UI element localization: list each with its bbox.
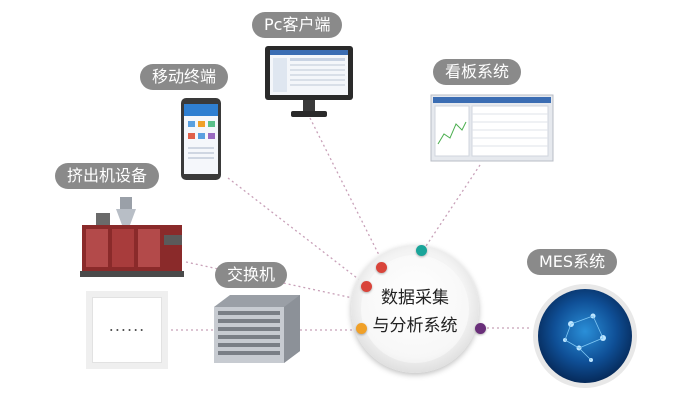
hub-title-line1: 数据采集	[381, 288, 449, 308]
node-dot-red-2	[361, 281, 372, 292]
hub-title-line2: 与分析系统	[372, 316, 458, 336]
smartphone-icon	[180, 97, 222, 185]
connector-pc	[309, 117, 384, 264]
node-dot-orange	[356, 323, 367, 334]
hub-inner-ring	[361, 255, 469, 363]
monitor-icon	[263, 44, 355, 126]
switch-label: 交换机	[215, 262, 288, 288]
mes-system-label: MES系统	[527, 249, 618, 275]
connector-board	[419, 164, 481, 256]
mes-globe-icon	[531, 282, 639, 394]
data-analysis-hub: 数据采集 与分析系统	[351, 245, 479, 373]
node-dot-purple	[475, 323, 486, 334]
network-switch-icon	[212, 293, 302, 369]
board-system-label: 看板系统	[433, 59, 522, 85]
placeholder-device-box: ......	[92, 297, 162, 363]
extruder-label: 挤出机设备	[55, 163, 160, 189]
mobile-label: 移动终端	[140, 64, 229, 90]
node-dot-teal	[416, 245, 427, 256]
node-dot-red	[376, 262, 387, 273]
extruder-machine-icon	[76, 195, 188, 285]
connector-mobile	[227, 177, 367, 286]
pc-client-label: Pc客户端	[252, 12, 343, 38]
placeholder-text: ......	[108, 316, 146, 335]
dashboard-screen-icon	[430, 94, 554, 168]
